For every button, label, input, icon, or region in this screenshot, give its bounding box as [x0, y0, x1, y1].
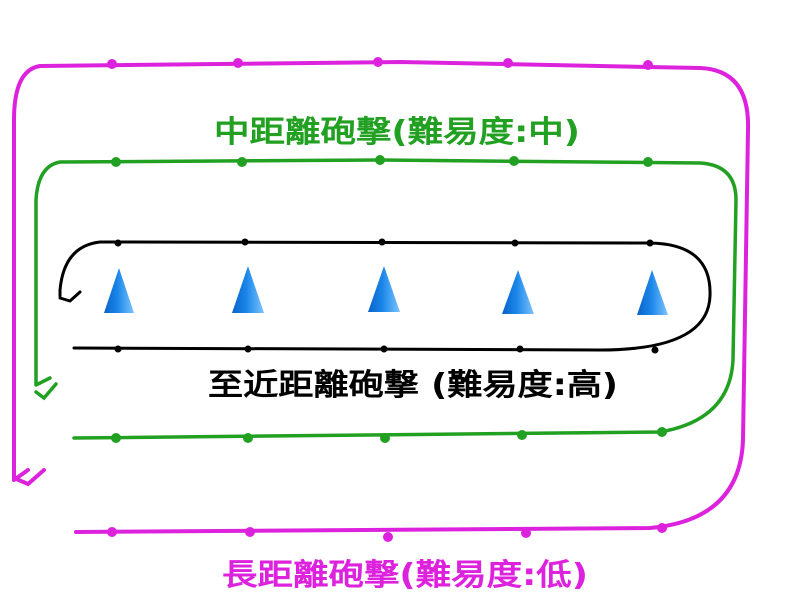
- waypoint-dot: [521, 528, 531, 538]
- blue-cone-icon: [104, 268, 134, 313]
- waypoint-dot: [380, 345, 388, 353]
- waypoint-dot: [373, 57, 383, 67]
- blue-cone-icon: [637, 270, 668, 315]
- waypoint-dot: [114, 239, 122, 247]
- waypoint-dot: [375, 155, 385, 165]
- long-range-route-line: [12, 60, 751, 534]
- waypoint-dot: [111, 157, 121, 167]
- waypoint-dot: [646, 239, 654, 247]
- mid-range-route-line: [34, 158, 738, 440]
- waypoint-dot: [233, 58, 243, 68]
- waypoint-dot: [651, 346, 659, 354]
- waypoint-dot: [241, 238, 249, 246]
- waypoint-dot: [657, 427, 667, 437]
- waypoint-dot: [107, 59, 117, 69]
- blue-cone-icon: [368, 266, 400, 312]
- waypoint-dot: [509, 156, 519, 166]
- waypoint-dot: [516, 345, 524, 353]
- waypoint-dot: [107, 527, 117, 537]
- waypoint-dot: [243, 433, 253, 443]
- waypoint-dot: [517, 430, 527, 440]
- waypoint-dot: [643, 157, 653, 167]
- mid-range-waypoints: [111, 155, 667, 443]
- blue-cone-icon: [502, 270, 534, 314]
- long-range-arrowhead: [12, 460, 46, 487]
- mid-range-arrowhead: [34, 382, 58, 401]
- close-range-route: [58, 238, 712, 354]
- mid-range-label: 中距離砲撃(難易度:中): [214, 115, 580, 150]
- waypoint-dot: [643, 60, 653, 70]
- close-range-label: 至近距離砲撃 (難易度:高): [208, 368, 618, 403]
- waypoint-dot: [380, 433, 390, 443]
- long-range-label: 長距離砲撃(難易度:低): [222, 558, 588, 593]
- long-range-waypoints: [107, 57, 667, 542]
- waypoint-dot: [114, 345, 122, 353]
- mid-range-route: [34, 155, 738, 443]
- waypoint-dot: [111, 433, 121, 443]
- waypoint-dot: [503, 58, 513, 68]
- close-range-arrowhead: [58, 290, 82, 303]
- blue-cone-icon: [232, 266, 264, 313]
- waypoint-dot: [237, 157, 247, 167]
- waypoint-dot: [244, 345, 252, 353]
- close-range-route-line: [58, 240, 712, 352]
- waypoint-dot: [383, 532, 393, 542]
- close-range-waypoints: [114, 238, 659, 354]
- targets: [104, 266, 668, 315]
- long-range-route: [12, 57, 751, 542]
- waypoint-dot: [511, 239, 519, 247]
- waypoint-dot: [657, 523, 667, 533]
- waypoint-dot: [245, 527, 255, 537]
- waypoint-dot: [378, 238, 386, 246]
